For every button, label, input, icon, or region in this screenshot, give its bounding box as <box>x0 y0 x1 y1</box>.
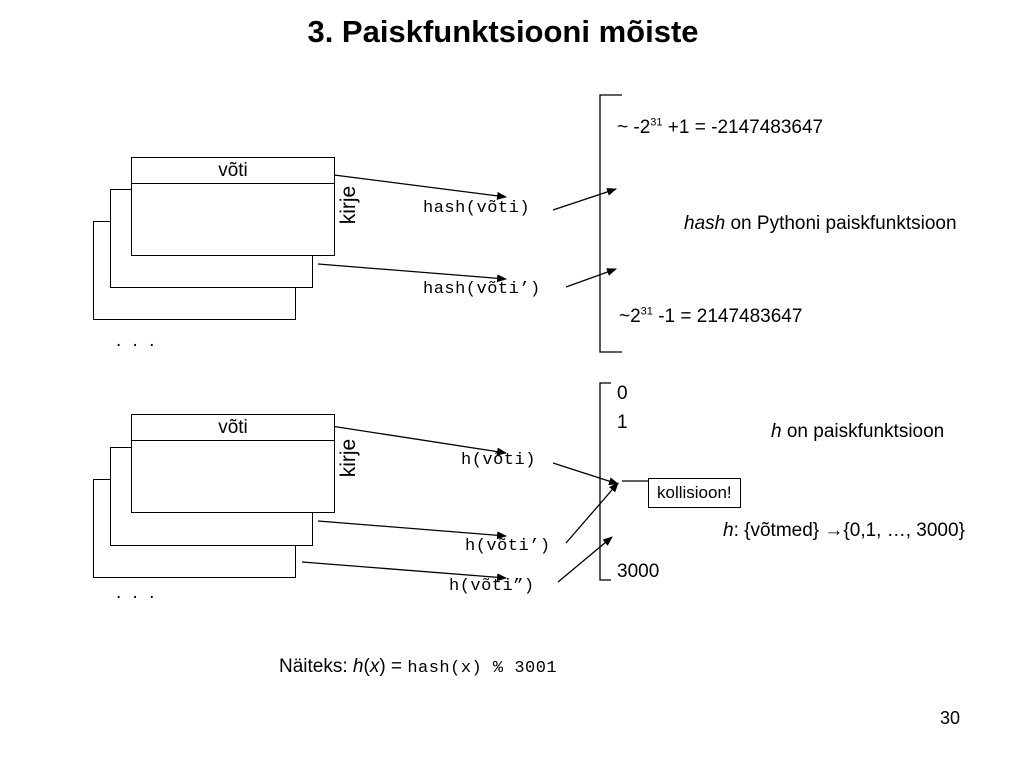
bottom-record-front: võti <box>131 414 335 513</box>
example-code: hash(x) % 3001 <box>407 659 558 678</box>
arrow-record-to-hash1 <box>333 174 507 200</box>
arrow-h2-to-slot <box>565 482 619 544</box>
arrow-record-to-hash2 <box>317 263 507 283</box>
bottom-h-label-1: h(võti) <box>461 451 536 470</box>
arrow-h3-to-slot <box>557 536 613 583</box>
top-range-bracket <box>599 94 622 353</box>
example-line: Näiteks: h(x) = hash(x) % 3001 <box>279 656 558 678</box>
bottom-description: h on paiskfunktsioon <box>771 421 945 442</box>
arrow-record-to-h2 <box>317 520 507 540</box>
mapping-description: h: {võtmed} →{0,1, …, 3000} <box>723 520 965 541</box>
bottom-h-label-3: h(võti”) <box>449 577 535 596</box>
top-description: hash on Pythoni paiskfunktsioon <box>684 213 957 234</box>
top-hash-label-1: hash(võti) <box>423 199 531 218</box>
slide-title: 3. Paiskfunktsiooni mõiste <box>307 14 699 49</box>
top-hash-label-2: hash(võti’) <box>423 280 541 299</box>
arrow-hash2-to-range <box>565 268 617 288</box>
arrow-record-to-h3 <box>301 561 507 582</box>
arrow-h1-to-slot <box>552 462 619 486</box>
top-key-label: võti <box>132 158 334 184</box>
top-range-max: ~231 -1 = 2147483647 <box>619 305 803 327</box>
bottom-record-label: kirje <box>337 438 360 478</box>
bottom-h-label-2: h(võti’) <box>465 537 551 556</box>
arrow-right-icon: → <box>824 520 844 541</box>
index-0: 0 <box>617 383 628 404</box>
collision-note: kollisioon! <box>648 478 741 508</box>
bottom-key-label: võti <box>132 415 334 441</box>
arrow-record-to-h1 <box>317 423 507 456</box>
page-number: 30 <box>940 708 961 728</box>
bottom-index-bracket <box>599 382 611 581</box>
top-range-min: ~ -231 +1 = -2147483647 <box>617 116 824 138</box>
top-ellipsis: . . . <box>116 330 158 351</box>
arrow-hash1-to-range <box>552 188 617 211</box>
top-record-label: kirje <box>337 185 360 225</box>
top-record-front: võti <box>131 157 335 256</box>
index-last: 3000 <box>617 561 660 582</box>
index-1: 1 <box>617 412 628 433</box>
bottom-ellipsis: . . . <box>116 582 158 603</box>
